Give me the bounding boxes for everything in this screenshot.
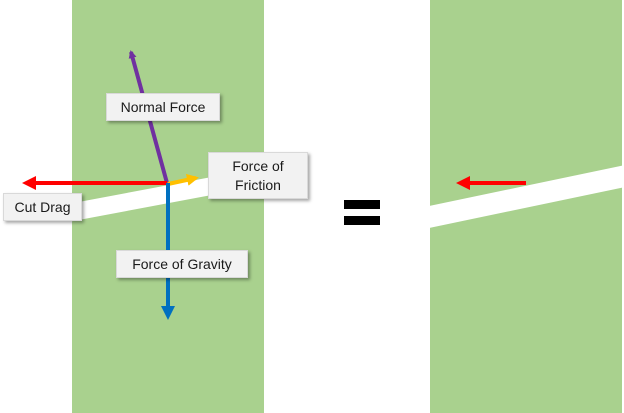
cut-drag-label: Cut Drag — [3, 193, 82, 221]
force-of-friction-label: Force of Friction — [208, 152, 308, 199]
friction-arrow — [167, 174, 199, 186]
normal-force-label: Normal Force — [106, 93, 220, 121]
equals-sign — [344, 200, 380, 225]
equals-bar-bottom — [344, 216, 380, 225]
left-cut — [20, 166, 270, 231]
equals-bar-top — [344, 200, 380, 209]
force-of-gravity-label: Force of Gravity — [116, 250, 248, 278]
right-cut — [410, 165, 624, 232]
